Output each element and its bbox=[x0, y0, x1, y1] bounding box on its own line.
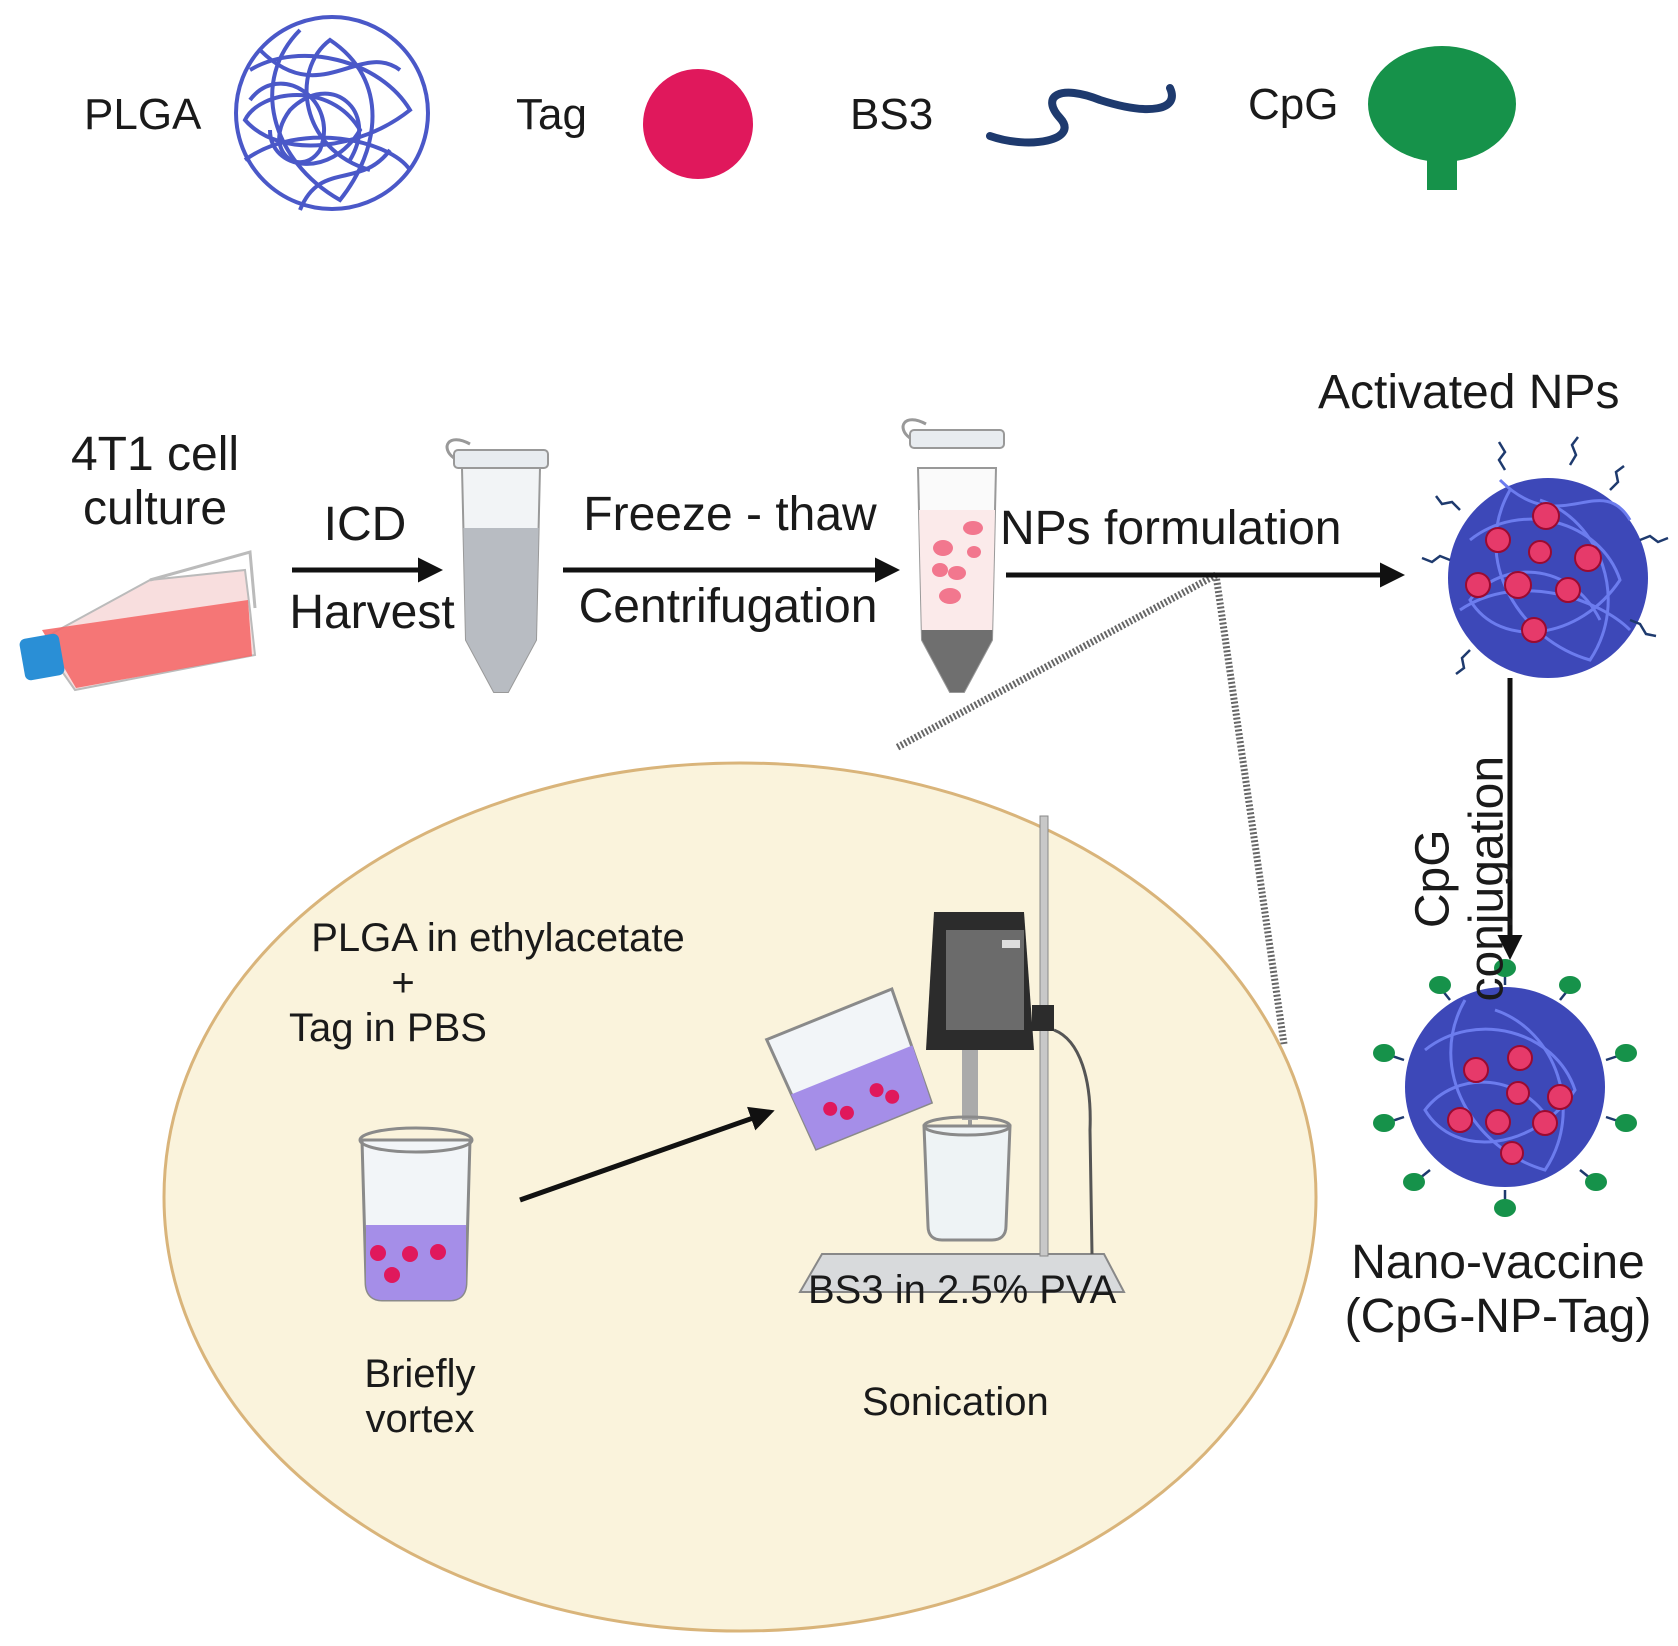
culture-flask-icon bbox=[19, 550, 257, 692]
mixture-label: PLGA in ethylacetate + Tag in PBS bbox=[268, 916, 728, 1050]
nano-vaccine-label: Nano-vaccine (CpG-NP-Tag) bbox=[1318, 1236, 1678, 1344]
vortex-line1: Briefly bbox=[364, 1352, 476, 1396]
arrow1-bottom-label: Harvest bbox=[289, 586, 455, 639]
conjugation-label: CpG conjugation bbox=[1406, 724, 1514, 1034]
tube-lysate-icon bbox=[901, 418, 1005, 693]
mixture-line1: PLGA in ethylacetate bbox=[311, 916, 685, 960]
tube-harvest-icon bbox=[445, 438, 549, 693]
nano-vaccine-line1: Nano-vaccine bbox=[1351, 1236, 1645, 1289]
bs3-pva-label: BS3 in 2.5% PVA bbox=[808, 1268, 1117, 1312]
tag-icon bbox=[643, 69, 753, 179]
plga-ball-icon bbox=[234, 15, 430, 211]
mixture-line2: Tag in PBS bbox=[289, 1005, 487, 1050]
bs3-linker-icon bbox=[986, 84, 1176, 147]
arrow1-top-label: ICD bbox=[323, 498, 407, 551]
activated-np-icon bbox=[1421, 436, 1669, 678]
cpg-icon bbox=[1368, 46, 1516, 190]
zoom-lines bbox=[894, 571, 1288, 1045]
vortex-label: Briefly vortex bbox=[330, 1352, 510, 1442]
culture-label-line2: culture bbox=[82, 481, 228, 535]
culture-label-line1: 4T1 cell bbox=[70, 428, 240, 481]
vortex-beaker-icon bbox=[358, 1126, 474, 1302]
sonication-inset bbox=[162, 761, 1318, 1633]
conjugation-label-line2: conjugation bbox=[1460, 755, 1513, 1002]
legend-cpg-label: CpG bbox=[1248, 80, 1339, 129]
sonicator-icon bbox=[798, 815, 1126, 1293]
legend-bs3-label: BS3 bbox=[850, 90, 934, 139]
culture-label: 4T1 cell culture bbox=[40, 428, 270, 536]
nano-vaccine-line2: (CpG-NP-Tag) bbox=[1344, 1289, 1652, 1343]
legend-plga-label: PLGA bbox=[84, 90, 202, 139]
arrow2-bottom-label: Centrifugation bbox=[578, 580, 878, 633]
conjugation-label-line1: CpG bbox=[1406, 829, 1460, 929]
arrow-pour bbox=[519, 1106, 775, 1203]
mixture-plus: + bbox=[391, 960, 415, 1005]
arrow3-top-label: NPs formulation bbox=[1000, 502, 1342, 555]
legend-tag-label: Tag bbox=[516, 90, 587, 139]
sonication-label: Sonication bbox=[862, 1380, 1049, 1424]
arrow2-top-label: Freeze - thaw bbox=[583, 488, 877, 541]
vortex-line2: vortex bbox=[365, 1396, 475, 1441]
pouring-beaker-icon bbox=[764, 987, 934, 1151]
activated-nps-label: Activated NPs bbox=[1318, 366, 1620, 419]
nano-vaccine-icon bbox=[1373, 959, 1637, 1217]
